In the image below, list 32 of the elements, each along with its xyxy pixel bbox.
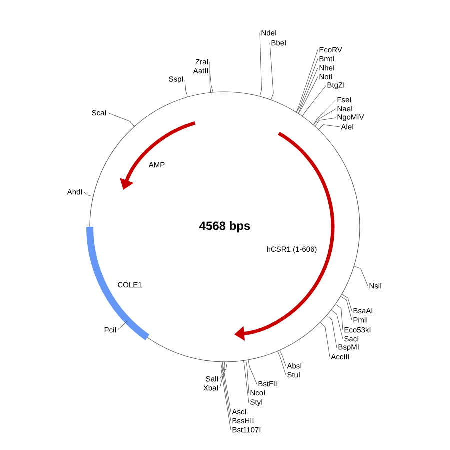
leader-line bbox=[210, 70, 214, 92]
leader-line bbox=[354, 266, 368, 286]
leader-line bbox=[326, 316, 338, 348]
leader-line bbox=[270, 42, 274, 100]
leader-line bbox=[184, 80, 188, 98]
leader-line bbox=[298, 76, 318, 114]
leader-line bbox=[220, 362, 226, 388]
leader-line bbox=[342, 294, 352, 312]
leader-line bbox=[108, 112, 135, 127]
leader-line bbox=[224, 362, 232, 412]
leader-line bbox=[260, 32, 262, 97]
leader-line bbox=[84, 192, 94, 197]
leader-line bbox=[210, 62, 212, 93]
leader-line bbox=[314, 108, 336, 126]
leader-line bbox=[278, 351, 286, 376]
leader-line bbox=[298, 68, 318, 114]
leader-line bbox=[118, 320, 128, 330]
leader-line bbox=[222, 362, 232, 422]
leader-line bbox=[336, 304, 344, 330]
leader-line bbox=[244, 360, 250, 404]
leader-line bbox=[248, 360, 258, 384]
leader-line bbox=[246, 360, 250, 394]
leader-line bbox=[220, 362, 228, 380]
leader-line bbox=[320, 322, 330, 358]
leader-line bbox=[221, 362, 232, 430]
leader-line bbox=[302, 86, 326, 116]
leader-line bbox=[280, 350, 286, 366]
leader-line bbox=[318, 124, 340, 130]
leader-line bbox=[315, 118, 336, 127]
leader-line bbox=[314, 100, 336, 126]
leader-line bbox=[340, 296, 352, 320]
leader-line bbox=[331, 310, 344, 340]
